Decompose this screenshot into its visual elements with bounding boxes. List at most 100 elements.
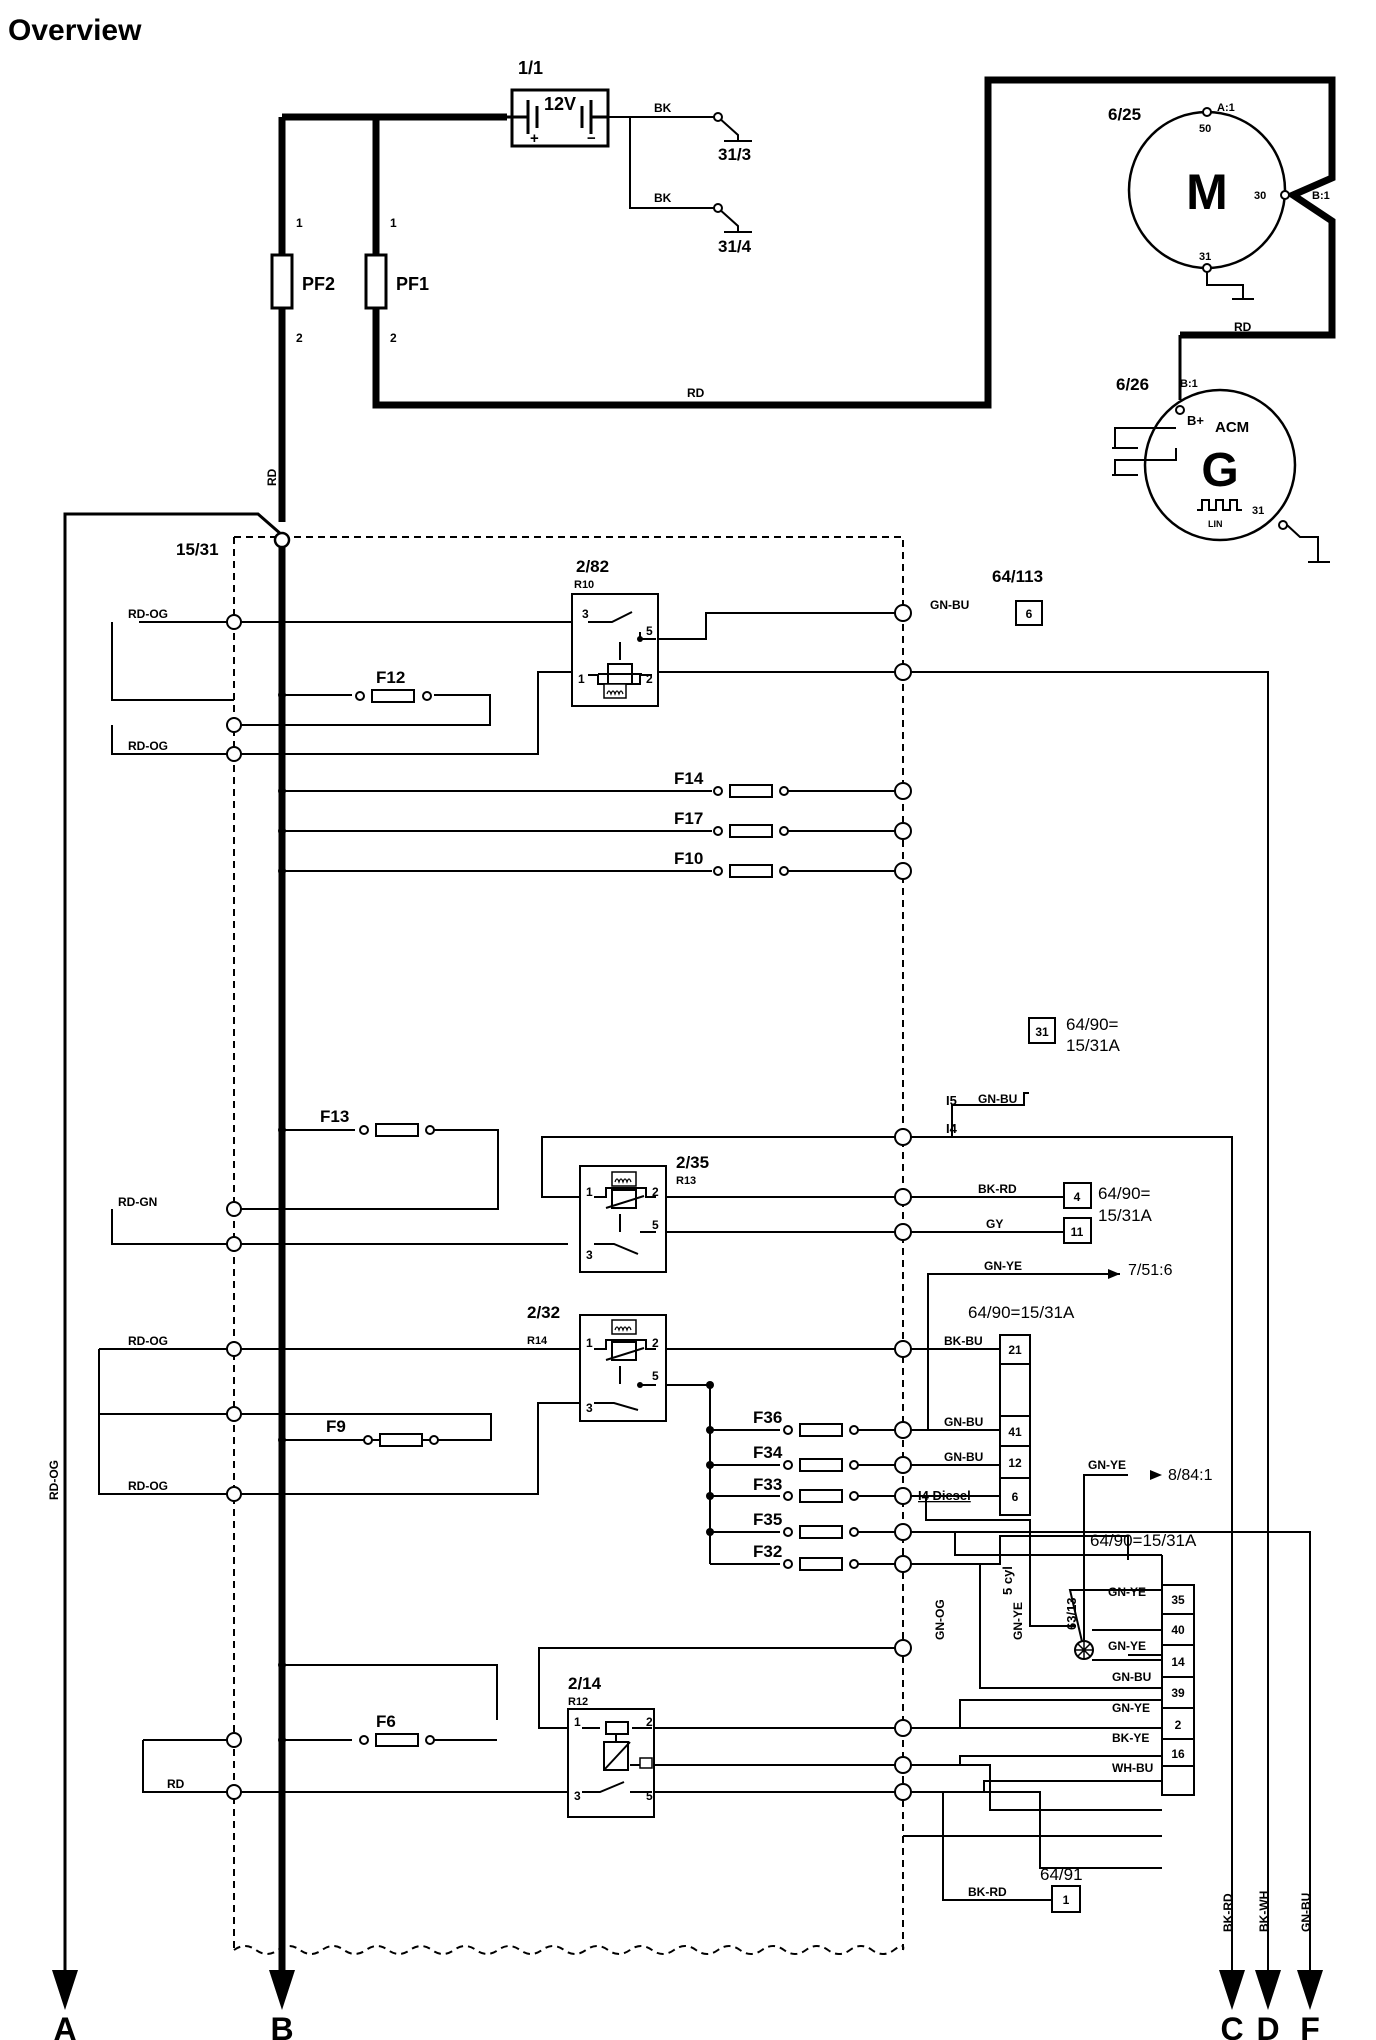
ref-7-51-6: 7/51:6 [1128, 1262, 1173, 1279]
ground-31-3: 31/3 [718, 145, 751, 164]
wire-wh-bu: WH-BU [1112, 1761, 1153, 1775]
rd-wire-label-vertical: RD [265, 468, 279, 486]
fuse-pf2 [270, 253, 294, 310]
ref-8-84-1: 8/84:1 [1168, 1467, 1213, 1484]
connector-pin-boxes [999, 600, 1195, 1913]
battery-plus: + [530, 130, 539, 147]
starter-pin-a1: A:1 [1217, 102, 1235, 114]
bk-wire-label-2: BK [654, 191, 672, 205]
fuse-f9-label: F9 [326, 1417, 346, 1436]
wire-bk-rd-1: BK-RD [978, 1182, 1017, 1196]
pf1-pin-2: 2 [390, 331, 397, 345]
box-input-terminal [273, 531, 291, 549]
connector-dividers [1000, 1363, 1194, 1767]
pin-64-90-31: 31 [1035, 1025, 1049, 1039]
wire-gn-ye-2: GN-YE [1088, 1458, 1126, 1472]
wire-bk-bu: BK-BU [944, 1334, 983, 1348]
central-box-15-31 [233, 536, 904, 1950]
battery: 12V + − [507, 88, 610, 148]
alternator-pin-bplus: B+ [1187, 413, 1204, 428]
relay-2-14 [567, 1708, 655, 1818]
fuse-f13-label: F13 [320, 1107, 349, 1126]
relay-2-82-id: 2/82 [576, 557, 609, 576]
note-5-cyl: 5 cyl [1000, 1566, 1015, 1595]
wire-gn-ye-4: GN-YE [1108, 1639, 1146, 1653]
fuse-f35-label: F35 [753, 1510, 782, 1529]
r35-pin-2: 2 [652, 1185, 659, 1199]
central-box-bottom-edge [233, 1945, 905, 1955]
relay-2-82 [571, 593, 659, 707]
conn-64-90-a2: 15/31A [1066, 1036, 1121, 1055]
output-d: D [1256, 2011, 1279, 2040]
wire-gn-bu-2: GN-BU [978, 1092, 1017, 1106]
r82-pin-1: 1 [578, 672, 585, 686]
conn-64-90-d: 64/90=15/31A [1090, 1531, 1197, 1550]
alternator-lin: LIN [1208, 519, 1223, 529]
ref-7-arrow [1108, 1269, 1120, 1279]
note-i4: I4 [946, 1121, 958, 1136]
relay-2-32 [579, 1314, 667, 1422]
r14-pin-5: 5 [646, 1789, 653, 1803]
splice-cross [1075, 1641, 1093, 1659]
output-arrows [52, 1970, 1323, 2010]
alternator-id: 6/26 [1116, 375, 1149, 394]
alternator-acm: ACM [1215, 419, 1249, 436]
relay-2-14-id: 2/14 [568, 1674, 602, 1693]
pin-64-90-35: 35 [1171, 1593, 1185, 1607]
wire-bk-wh-out: BK-WH [1257, 1891, 1271, 1932]
starter-motor: M [1127, 107, 1290, 300]
conn-64-90-c: 64/90=15/31A [968, 1303, 1075, 1322]
relay-2-35 [579, 1165, 667, 1273]
fuse-end-dots [355, 691, 859, 1745]
pin-64-90-2: 2 [1175, 1718, 1182, 1732]
pin-64-90-40: 40 [1171, 1623, 1185, 1637]
note-i5: I5 [946, 1093, 957, 1108]
wire-bk-rd-out: BK-RD [1221, 1893, 1235, 1932]
conn-64-90-a: 64/90= [1066, 1015, 1119, 1034]
r32-pin-5: 5 [652, 1369, 659, 1383]
ground-terminal-2 [713, 203, 723, 213]
alternator-symbol: G [1201, 444, 1238, 497]
r82-pin-5: 5 [646, 624, 653, 638]
fuse-pf1 [364, 253, 388, 310]
wire-color-labels: RD-OG RD-OG GN-BU GN-BU RD-GN BK-RD GY G… [47, 598, 1313, 1932]
r82-pin-3: 3 [582, 607, 589, 621]
rd-wire-label-main: RD [687, 386, 705, 400]
pf2-pin-1: 1 [296, 216, 303, 230]
r35-pin-5: 5 [652, 1218, 659, 1232]
wire-gn-ye-1: GN-YE [984, 1259, 1022, 1273]
relay-2-32-ref: R14 [527, 1335, 548, 1347]
box-id: 15/31 [176, 540, 219, 559]
starter-pin-31: 31 [1199, 251, 1211, 263]
battery-minus: − [587, 130, 596, 147]
alternator-pin-31: 31 [1252, 505, 1264, 517]
pf2-pin-2: 2 [296, 331, 303, 345]
pin-64-90-21: 21 [1008, 1343, 1022, 1357]
ground-terminal-1 [713, 112, 723, 122]
conn-64-113: 64/113 [992, 567, 1043, 586]
wire-rd-og-3: RD-OG [128, 1334, 168, 1348]
r14-pin-3: 3 [574, 1789, 581, 1803]
pf1-pin-1: 1 [390, 216, 397, 230]
starter-pin-30: 30 [1254, 190, 1266, 202]
r32-pin-2: 2 [652, 1336, 659, 1350]
pin-64-90-12: 12 [1008, 1456, 1022, 1470]
ref-8-arrow [1150, 1470, 1162, 1480]
starter-pin-b1: B:1 [1312, 190, 1330, 202]
wire-gn-bu-1: GN-BU [930, 598, 969, 612]
r35-pin-1: 1 [586, 1185, 593, 1199]
pin-64-91-1: 1 [1063, 1893, 1070, 1907]
fuse-f14-label: F14 [674, 769, 704, 788]
wire-rd-og-2: RD-OG [128, 739, 168, 753]
fuse-f12-label: F12 [376, 668, 405, 687]
fuse-f36-label: F36 [753, 1408, 782, 1427]
battery-id: 1/1 [518, 58, 543, 78]
box-right-terminals [894, 604, 912, 1801]
battery-voltage: 12V [544, 94, 576, 114]
fuse-f10-label: F10 [674, 849, 703, 868]
pin-64-90-11: 11 [1071, 1225, 1084, 1239]
wire-gn-bu-4: GN-BU [944, 1450, 983, 1464]
r32-pin-1: 1 [586, 1336, 593, 1350]
wire-rd-og-1: RD-OG [128, 607, 168, 621]
